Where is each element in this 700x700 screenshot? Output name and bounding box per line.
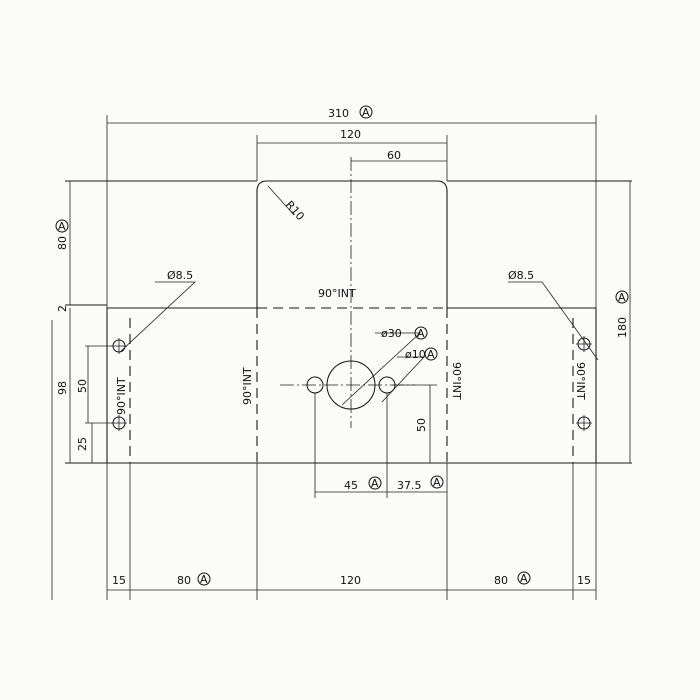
dim-2: 2 xyxy=(56,305,69,312)
dim-45: 45 xyxy=(344,479,358,492)
svg-text:A: A xyxy=(520,572,528,585)
svg-text:A: A xyxy=(433,476,441,489)
mounting-hole xyxy=(576,415,592,431)
dim-120-top: 120 xyxy=(340,128,361,141)
dim-15-left: 15 xyxy=(112,574,126,587)
svg-text:A: A xyxy=(427,348,435,361)
dim-d8.5-right: Ø8.5 xyxy=(508,269,534,282)
holes xyxy=(111,336,592,431)
dim-80-left-bottom: 80 xyxy=(177,574,191,587)
dim-50-center: 50 xyxy=(415,418,428,432)
mounting-hole xyxy=(576,336,592,352)
dim-80-left: 80 xyxy=(56,236,69,250)
dim-98: 98 xyxy=(56,381,69,395)
dim-15-right: 15 xyxy=(577,574,591,587)
dim-80-right-bottom: 80 xyxy=(494,574,508,587)
bend-label-top: 90°INT xyxy=(318,287,356,300)
dim-180: 180 xyxy=(616,317,629,338)
mounting-hole xyxy=(111,338,127,354)
extension-lines xyxy=(85,115,597,600)
bend-label-right-wing: 90°INT xyxy=(574,362,587,400)
tolerance-markers: A A A A A A A A xyxy=(55,219,629,586)
dim-d30: ø30 xyxy=(381,327,402,340)
small-hole-right xyxy=(378,376,396,394)
dim-d8.5-left: Ø8.5 xyxy=(167,269,193,282)
svg-text:A: A xyxy=(618,291,626,304)
svg-text:A: A xyxy=(362,106,370,119)
dim-310: 310 xyxy=(328,107,349,120)
svg-text:A: A xyxy=(371,477,379,490)
part-outline xyxy=(65,180,632,464)
svg-text:A: A xyxy=(200,573,208,586)
bend-lines xyxy=(129,307,574,463)
dim-60: 60 xyxy=(387,149,401,162)
svg-text:A: A xyxy=(417,327,425,340)
dim-50-left: 50 xyxy=(76,379,89,393)
bend-label-center-left: 90°INT xyxy=(241,367,254,405)
bend-label-center-right: 90°INT xyxy=(450,362,463,400)
bend-label-left-wing: 90°INT xyxy=(115,377,128,415)
small-hole-left xyxy=(306,376,324,394)
dimension-lines xyxy=(69,122,631,591)
dim-25: 25 xyxy=(76,437,89,451)
dimension-labels: 310 A 120 60 R10 80 2 98 50 25 180 Ø8.5 … xyxy=(56,105,629,587)
mounting-hole xyxy=(111,415,127,431)
dim-120-bottom: 120 xyxy=(340,574,361,587)
dim-r10: R10 xyxy=(283,198,307,223)
big-hole xyxy=(326,360,376,410)
dim-d10: ø10 xyxy=(405,348,426,361)
tolerance-marker: A xyxy=(359,105,373,119)
dim-37.5: 37.5 xyxy=(397,479,422,492)
svg-text:A: A xyxy=(58,220,66,233)
